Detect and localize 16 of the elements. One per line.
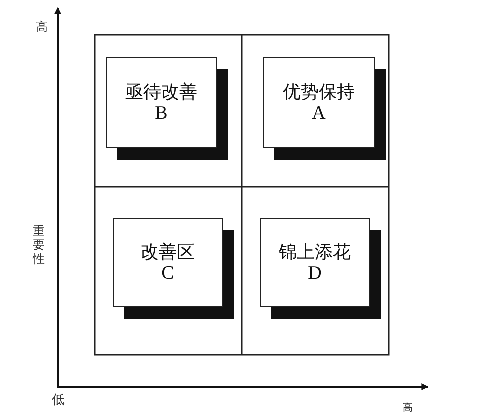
quadrant-letter: D: [308, 262, 322, 284]
quadrant-box: [113, 218, 223, 307]
axis-label: 低: [52, 391, 65, 409]
quadrant-box: [106, 57, 217, 148]
quadrant-box: [260, 218, 370, 307]
quadrant-letter: C: [162, 262, 174, 284]
quadrant-title: 锦上添花: [279, 240, 351, 262]
axis-label: 高: [403, 402, 413, 415]
quadrant-title: 优势保持: [283, 80, 355, 102]
quadrant-letter: B: [155, 102, 168, 124]
quadrant-letter: A: [312, 102, 326, 124]
quadrant-box: [263, 57, 375, 148]
quadrant-title: 亟待改善: [126, 80, 198, 102]
axis-label: 高: [36, 19, 48, 36]
quadrant-title: 改善区: [141, 240, 195, 262]
axis-label: 重要性: [33, 225, 45, 266]
